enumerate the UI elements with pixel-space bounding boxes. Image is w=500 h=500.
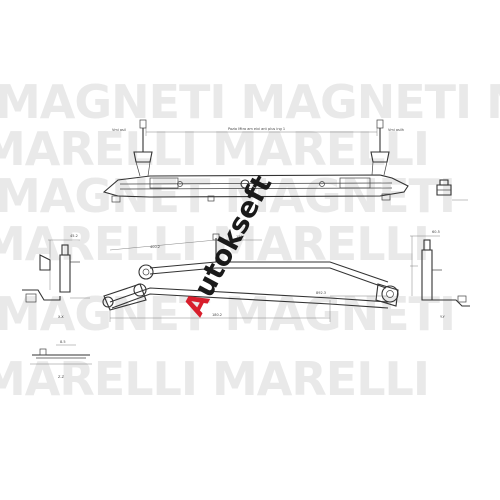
left-side-view: 45.2 X-X (22, 234, 90, 319)
small-dim: 8.5 (60, 340, 66, 344)
grommet-detail (436, 179, 468, 201)
arm-dim-1: 400.2 (150, 245, 160, 249)
arm-dim-4: 892.3 (316, 291, 326, 295)
main-linkage: 400.2 150 180.2 892.3 (102, 233, 399, 322)
side-right-dim: 60.5 (432, 230, 440, 234)
left-end-socket (102, 296, 114, 308)
right-side-view: 60.5 Y-Y (410, 230, 470, 319)
frame-foot-center (207, 195, 215, 202)
left-pivot-housing (59, 254, 71, 293)
drive-rod-lower (109, 287, 389, 303)
motor-mount-hole (240, 179, 250, 189)
side-left-dim: 45.2 (70, 234, 78, 238)
frame-outline (102, 174, 409, 198)
arm-dim-2: 150 (236, 235, 243, 239)
drive-rod-upper-edge (149, 267, 387, 289)
top-assembly: Pozio Mtro am eixi ant plus ing 1 Vmi as… (102, 119, 409, 203)
frame-foot-right (381, 193, 391, 201)
frame-bracket-right (339, 177, 371, 189)
detail-right-label: Y-Y (440, 315, 446, 319)
drive-rod-lower-edge (111, 293, 389, 309)
small-bottom-detail: 8.5 Z-Z (30, 340, 92, 379)
arm-dim-line-1 (109, 239, 217, 251)
arm-dim-3: 180.2 (212, 313, 222, 317)
left-crank-arm (103, 283, 147, 311)
small-detail-label: Z-Z (58, 375, 65, 379)
left-mount-bracket (22, 289, 61, 301)
frame-rail-upper (119, 182, 393, 185)
watermark: MAGNETI MAGNETI MAGNETI MARELLI MARELLI … (0, 75, 500, 406)
left-connector (39, 254, 51, 271)
watermark-row-2: MARELLI MARELLI (0, 122, 429, 176)
watermark-row-1: MAGNETI MAGNETI MAGNETI (0, 75, 500, 129)
frame-foot-left (111, 195, 121, 203)
right-crank-arm (375, 283, 399, 307)
watermark-row-6: MARELLI MARELLI (0, 352, 429, 406)
top-right-note: Vmi asilh (388, 128, 404, 132)
detail-left-label: X-X (58, 315, 64, 319)
left-crank-joint (138, 264, 154, 280)
right-mount-bracket (432, 299, 470, 307)
grommet-body (436, 184, 452, 196)
top-left-note: Vmi asil (112, 128, 126, 132)
top-center-note: Pozio Mtro am eixi ant plus ing 1 (228, 127, 285, 131)
drive-rod-upper (149, 261, 389, 283)
